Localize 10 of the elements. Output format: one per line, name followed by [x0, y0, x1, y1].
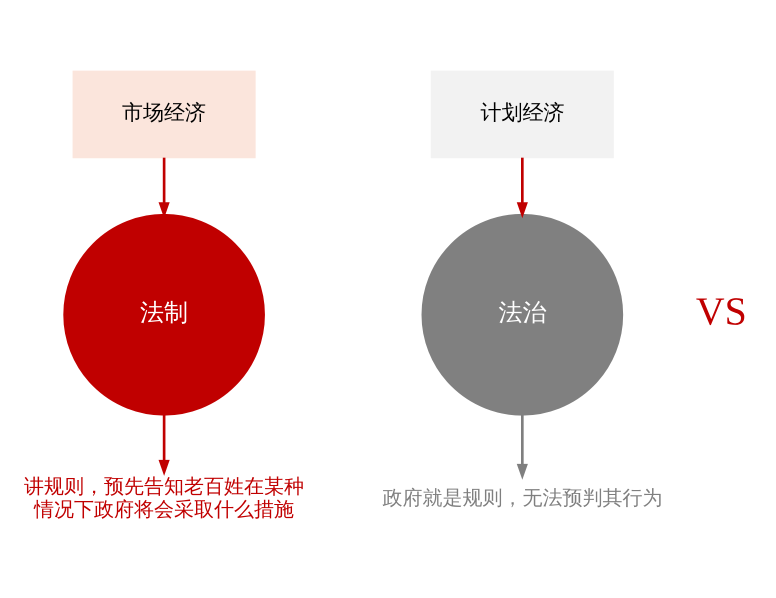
node-text: 讲规则，预先告知老百姓在某种情况下政府将会采取什么措施: [24, 474, 304, 520]
arrow: [516, 414, 528, 480]
label: VS: [696, 289, 747, 334]
node-text: 政府就是规则，无法预判其行为: [382, 486, 662, 509]
node-box: 计划经济: [430, 70, 614, 158]
arrow: [158, 414, 170, 476]
arrow: [516, 157, 528, 218]
node-circle: 法治: [422, 213, 624, 416]
node-box: 市场经济: [72, 70, 256, 158]
node-circle: 法制: [63, 213, 265, 416]
